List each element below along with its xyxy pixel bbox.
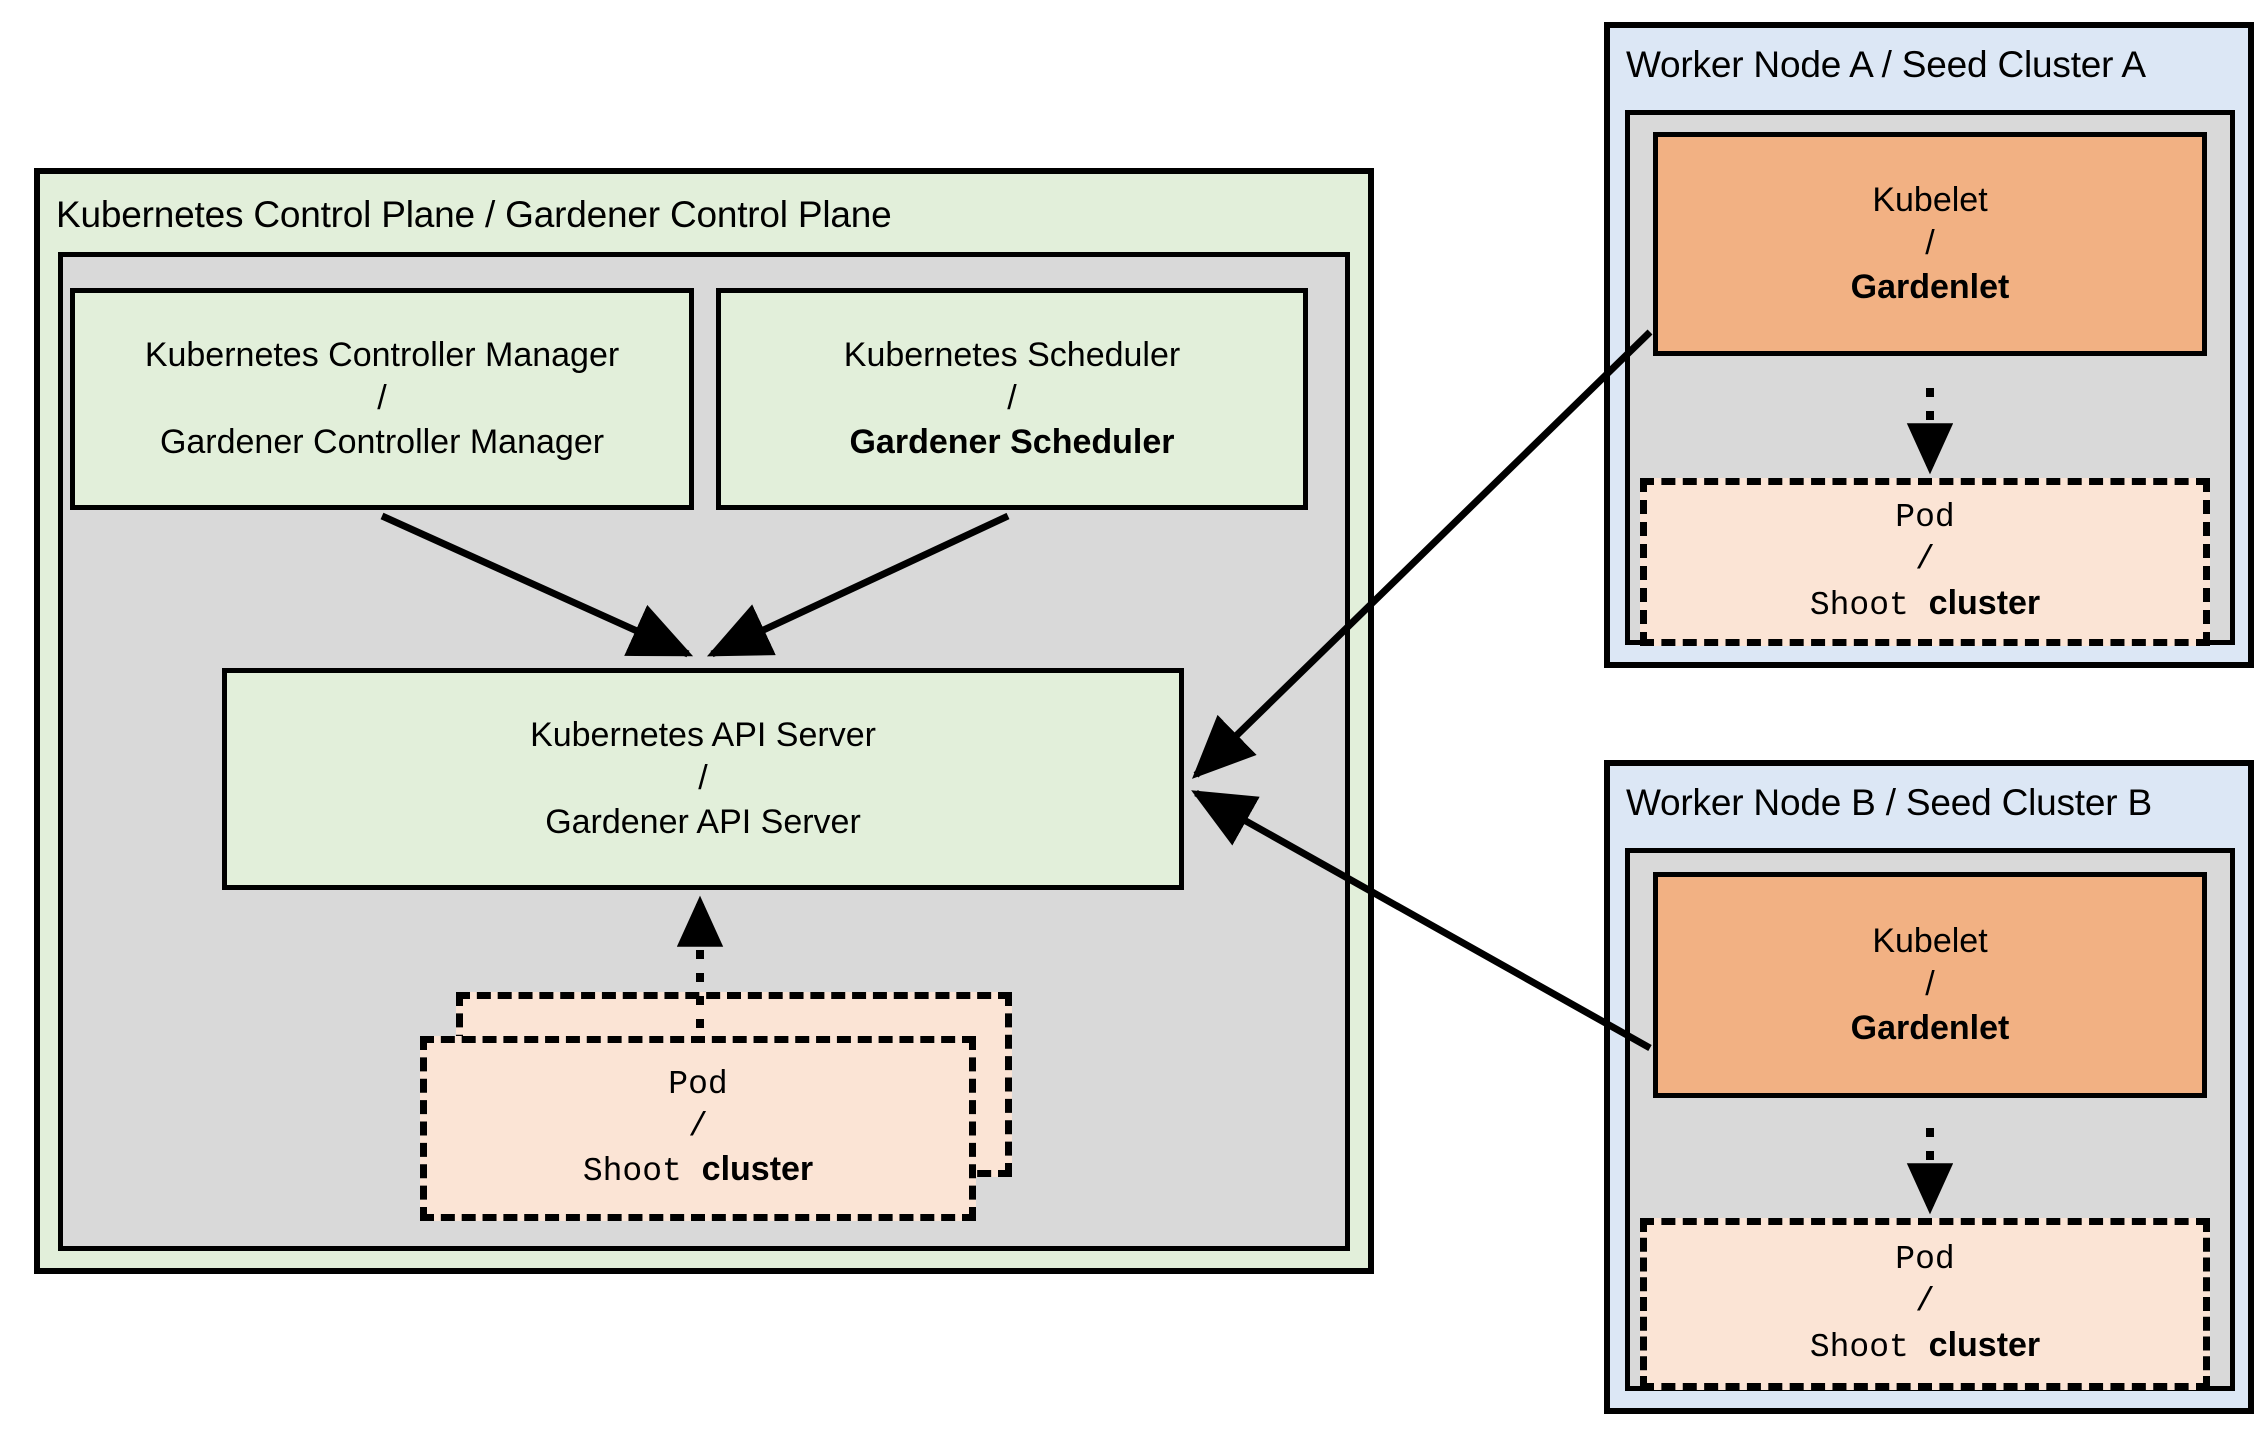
kubernetes-controller-manager-box: Kubernetes Controller Manager / Gardener… bbox=[70, 288, 694, 510]
kubernetes-api-server-box: Kubernetes API Server / Gardener API Ser… bbox=[222, 668, 1184, 890]
api-server-line1: Kubernetes API Server bbox=[530, 715, 876, 754]
api-server-line2: Gardener API Server bbox=[545, 802, 861, 841]
control-plane-title: Kubernetes Control Plane / Gardener Cont… bbox=[56, 194, 892, 235]
seed-a-pod-separator: / bbox=[1915, 541, 1935, 579]
seed-b-pod-box: Pod / Shoot cluster bbox=[1640, 1218, 2210, 1390]
seed-b-kubelet-separator: / bbox=[1925, 965, 1935, 1004]
seed-b-kubelet-box: Kubelet / Gardenlet bbox=[1653, 872, 2207, 1098]
seed-cluster-b-title: Worker Node B / Seed Cluster B bbox=[1626, 782, 2152, 823]
seed-a-kubelet-separator: / bbox=[1925, 224, 1935, 263]
seed-a-kubelet-line2: Gardenlet bbox=[1850, 267, 2010, 306]
kubernetes-scheduler-box: Kubernetes Scheduler / Gardener Schedule… bbox=[716, 288, 1308, 510]
seed-b-kubelet-line2: Gardenlet bbox=[1850, 1008, 2010, 1047]
controller-manager-separator: / bbox=[377, 379, 387, 418]
seed-b-pod-separator: / bbox=[1915, 1283, 1935, 1321]
seed-a-pod-line1: Pod bbox=[1895, 499, 1955, 537]
seed-b-pod-line2: Shoot cluster bbox=[1810, 1324, 2040, 1369]
scheduler-line2: Gardener Scheduler bbox=[849, 422, 1175, 461]
control-plane-pod-line1: Pod bbox=[668, 1065, 728, 1103]
controller-manager-line1: Kubernetes Controller Manager bbox=[144, 335, 620, 374]
controller-manager-line2: Gardener Controller Manager bbox=[159, 422, 605, 461]
seed-cluster-a-title: Worker Node A / Seed Cluster A bbox=[1626, 44, 2146, 85]
seed-a-kubelet-box: Kubelet / Gardenlet bbox=[1653, 132, 2207, 356]
seed-a-pod-line2: Shoot cluster bbox=[1810, 582, 2040, 627]
scheduler-separator: / bbox=[1007, 379, 1017, 418]
seed-b-kubelet-line1: Kubelet bbox=[1872, 921, 1988, 960]
control-plane-pod-separator: / bbox=[688, 1107, 708, 1145]
seed-b-pod-line2-bold: cluster bbox=[1928, 1325, 2041, 1364]
seed-b-pod-line2-mono: Shoot bbox=[1809, 1328, 1909, 1366]
api-server-separator: / bbox=[698, 759, 708, 798]
control-plane-pod-line2-mono: Shoot bbox=[582, 1153, 682, 1191]
seed-a-pod-box: Pod / Shoot cluster bbox=[1640, 478, 2210, 646]
scheduler-line1: Kubernetes Scheduler bbox=[843, 335, 1181, 374]
control-plane-pod-box: Pod / Shoot cluster bbox=[420, 1036, 976, 1221]
control-plane-pod-line2: Shoot cluster bbox=[583, 1148, 813, 1193]
seed-a-kubelet-line1: Kubelet bbox=[1872, 180, 1988, 219]
seed-a-pod-line2-bold: cluster bbox=[1928, 583, 2041, 622]
control-plane-pod-line2-bold: cluster bbox=[701, 1150, 814, 1189]
seed-b-pod-line1: Pod bbox=[1895, 1241, 1955, 1279]
seed-a-pod-line2-mono: Shoot bbox=[1809, 586, 1909, 624]
